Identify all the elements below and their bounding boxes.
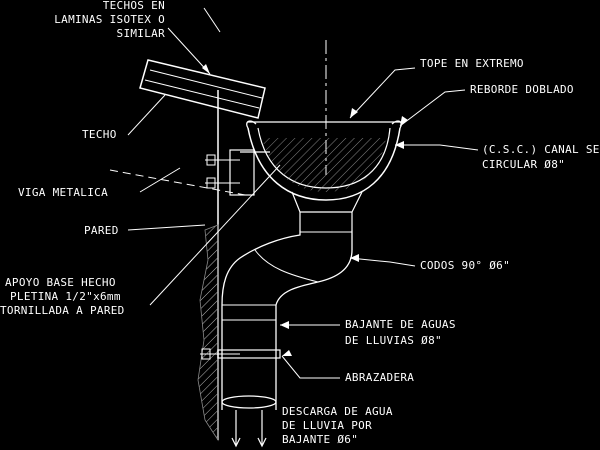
leader-apoyo <box>149 164 281 306</box>
label-codos: CODOS 90° Ø6" <box>420 259 510 272</box>
label-canal-1: (C.S.C.) CANAL SE <box>482 143 600 156</box>
label-pared: PARED <box>84 224 119 237</box>
label-canal-2: CIRCULAR Ø8" <box>482 158 565 171</box>
leader-techo <box>127 94 166 136</box>
label-techos-1: TECHOS EN <box>103 0 165 12</box>
gutter-outlet <box>291 191 363 230</box>
label-tope: TOPE EN EXTREMO <box>420 57 524 70</box>
pipe-clamp <box>200 348 281 360</box>
leader-lines <box>127 7 479 379</box>
label-techo: TECHO <box>82 128 117 141</box>
leader-viga <box>139 167 181 193</box>
leader-techos <box>167 27 211 75</box>
discharge-arrows <box>231 410 267 448</box>
leader-abrazadera <box>281 355 340 379</box>
leader-arrowheads <box>202 64 408 356</box>
label-viga: VIGA METALICA <box>18 186 108 199</box>
leader-tope <box>349 67 416 119</box>
label-apoyo-2: PLETINA 1/2"x6mm <box>10 290 121 303</box>
label-techos-2: LAMINAS ISOTEX O <box>54 13 165 26</box>
beam-line <box>109 169 246 196</box>
leader-canal <box>395 144 479 151</box>
label-descarga-1: DESCARGA DE AGUA <box>282 405 393 418</box>
label-apoyo-3: TORNILLADA A PARED <box>0 304 125 317</box>
leader-reborde <box>399 89 466 127</box>
label-bajante-1: BAJANTE DE AGUAS <box>345 318 456 331</box>
label-descarga-3: BAJANTE Ø6" <box>282 433 358 446</box>
label-abrazadera: ABRAZADERA <box>345 371 414 384</box>
label-apoyo-1: APOYO BASE HECHO <box>5 276 116 289</box>
label-techos-3: SIMILAR <box>117 27 166 40</box>
gutter <box>246 120 402 201</box>
leader-codos <box>349 257 416 267</box>
wall <box>197 90 219 442</box>
label-reborde: REBORDE DOBLADO <box>470 83 574 96</box>
label-descarga-2: DE LLUVIA POR <box>282 419 372 432</box>
label-bajante-2: DE LLUVIAS Ø8" <box>345 334 442 347</box>
leader-pared <box>127 224 206 231</box>
roof-sheet <box>139 59 266 119</box>
elbow-pipe <box>221 230 353 306</box>
